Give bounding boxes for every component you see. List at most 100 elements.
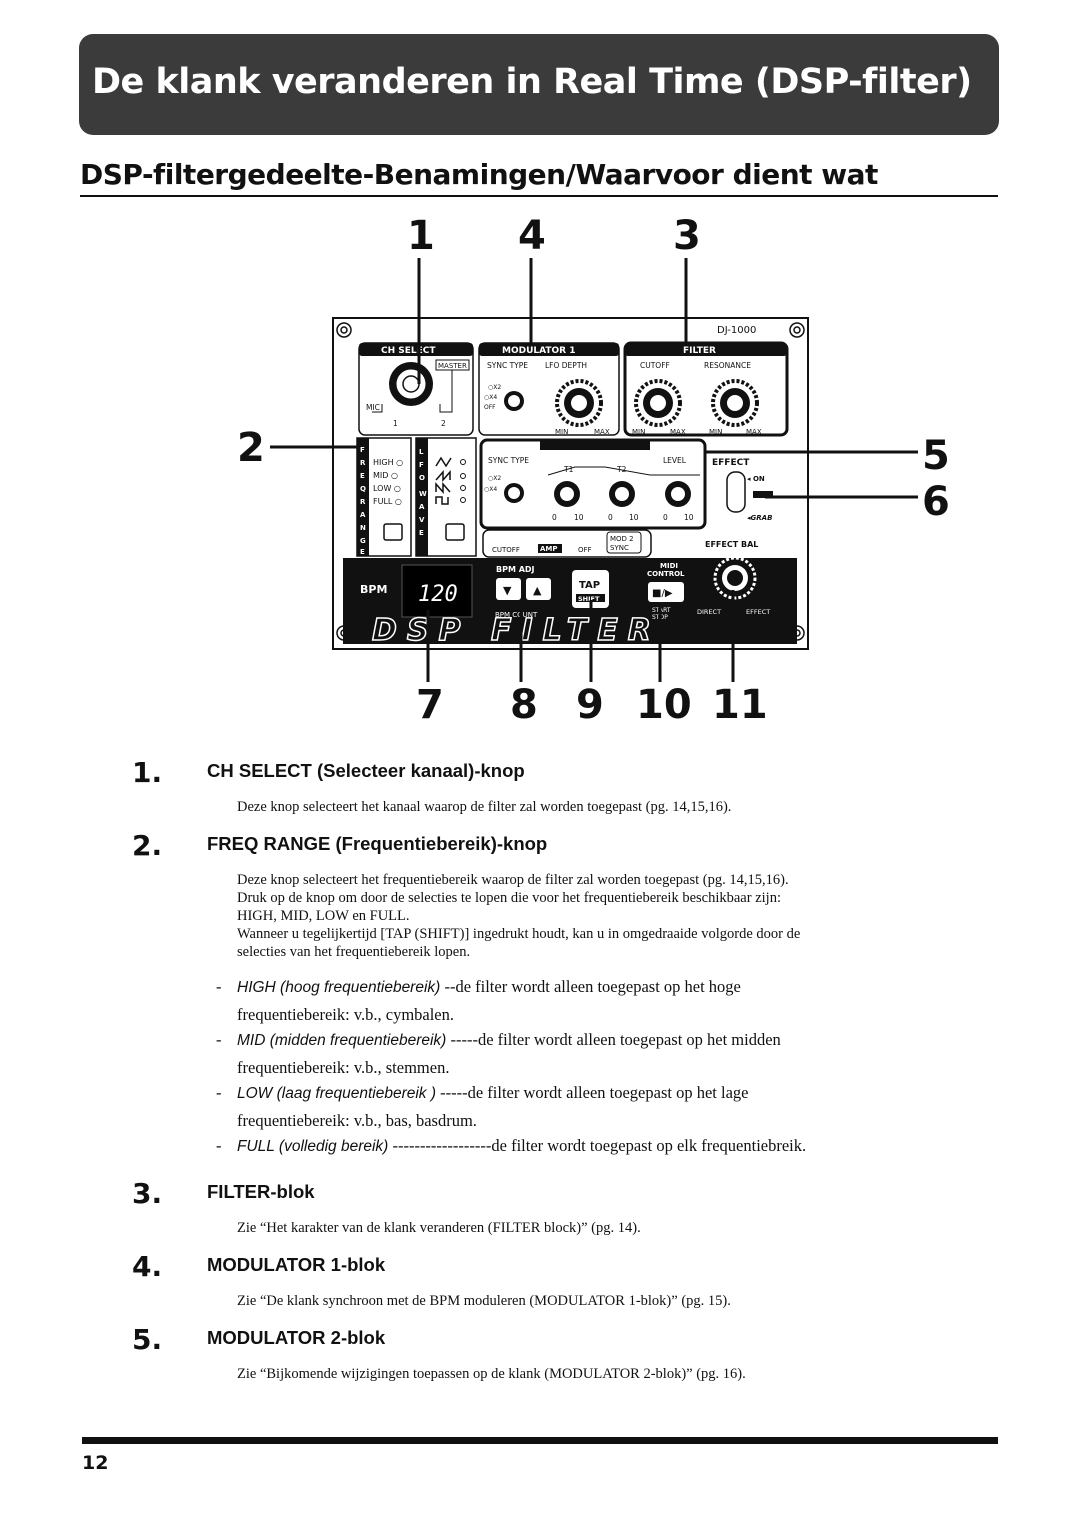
section-number: 3.: [132, 1177, 163, 1210]
svg-text:DIRECT: DIRECT: [697, 608, 721, 616]
svg-text:SHIFT: SHIFT: [578, 595, 600, 603]
ch-select-label: CH SELECT: [381, 346, 436, 356]
svg-text:MIC: MIC: [366, 403, 380, 412]
section-body: Zie “Het karakter van de klank verandere…: [237, 1219, 927, 1237]
svg-text:FILTER: FILTER: [683, 346, 716, 356]
section-body: Zie “Bijkomende wijzigingen toepassen op…: [237, 1365, 927, 1383]
svg-text:CUTOFF: CUTOFF: [492, 546, 520, 554]
svg-text:OFF: OFF: [484, 404, 496, 411]
callout-2: 2: [237, 425, 265, 471]
svg-text:MIN: MIN: [632, 428, 645, 436]
paragraph: Wanneer u tegelijkertijd [TAP (SHIFT)] i…: [237, 926, 801, 942]
svg-text:G: G: [360, 537, 366, 545]
svg-text:MODULATOR 1: MODULATOR 1: [502, 346, 576, 356]
callout-1: 1: [407, 213, 435, 259]
list-item-term: LOW (laag frequentiebereik ): [237, 1085, 437, 1102]
section-title: MODULATOR 1-blok: [207, 1254, 386, 1275]
dsp-filter-logo: DSP FILTER: [372, 613, 661, 648]
svg-text:○X2: ○X2: [488, 475, 501, 482]
svg-text:BPM COUNT: BPM COUNT: [495, 611, 538, 619]
list-item-text: -----de filter wordt alleen toegepast op…: [436, 1083, 749, 1102]
svg-text:◂GRAB: ◂GRAB: [747, 514, 772, 522]
svg-text:F: F: [419, 461, 424, 469]
svg-text:R: R: [360, 459, 366, 467]
svg-text:120: 120: [418, 582, 458, 607]
svg-text:SYNC TYPE: SYNC TYPE: [488, 456, 529, 465]
paragraph: selecties van het frequentiebereik lopen…: [237, 944, 471, 960]
svg-text:CUTOFF: CUTOFF: [640, 361, 670, 370]
callout-7: 7: [416, 682, 444, 728]
svg-text:LFO DEPTH: LFO DEPTH: [545, 361, 587, 370]
svg-text:▲: ▲: [533, 584, 542, 597]
list-item-text: ------------------de filter wordt toegep…: [388, 1136, 807, 1155]
callout-6: 6: [922, 479, 950, 525]
page-title: De klank veranderen in Real Time (DSP-fi…: [92, 62, 972, 102]
svg-text:R: R: [360, 498, 366, 506]
svg-text:EFFECT: EFFECT: [712, 458, 750, 468]
svg-text:◂ ON: ◂ ON: [747, 475, 765, 483]
list-item-term: FULL (volledig bereik): [237, 1138, 389, 1155]
callout-4: 4: [518, 213, 546, 259]
section-title: MODULATOR 2-blok: [207, 1327, 386, 1348]
svg-text:Q: Q: [360, 485, 366, 493]
section-number: 5.: [132, 1323, 163, 1356]
svg-text:HIGH ○: HIGH ○: [373, 458, 403, 467]
svg-text:MIN: MIN: [555, 428, 568, 436]
svg-text:■/▶: ■/▶: [652, 588, 673, 599]
svg-text:RESONANCE: RESONANCE: [704, 361, 751, 370]
section-body: Deze knop selecteert het kanaal waarop d…: [237, 798, 927, 816]
list-item-text-cont: frequentiebereik: v.b., bas, basdrum.: [237, 1110, 477, 1130]
paragraph: Deze knop selecteert het frequentieberei…: [237, 872, 789, 888]
svg-text:FULL ○: FULL ○: [373, 497, 402, 506]
svg-text:L: L: [419, 448, 424, 456]
svg-text:A: A: [419, 503, 425, 511]
section-title: FILTER-blok: [207, 1181, 315, 1202]
svg-text:○X4: ○X4: [484, 486, 497, 493]
svg-text:O: O: [419, 474, 425, 482]
page-number: 12: [82, 1452, 109, 1474]
svg-text:10: 10: [629, 513, 639, 522]
paragraph: HIGH, MID, LOW en FULL.: [237, 908, 410, 924]
svg-text:E: E: [360, 472, 365, 480]
svg-text:0: 0: [552, 513, 557, 522]
section-body: Zie “De klank synchroon met de BPM modul…: [237, 1292, 927, 1310]
svg-text:▼: ▼: [503, 584, 512, 597]
svg-text:CONTROL: CONTROL: [647, 570, 685, 578]
svg-text:MAX: MAX: [746, 428, 762, 436]
device-diagram: 1 4 3 2 5 6 7 8 9 10 11 DJ-1000 CH SELEC…: [0, 0, 1080, 760]
svg-text:○X4: ○X4: [484, 394, 497, 401]
paragraph: Druk op de knop om door de selecties te …: [237, 890, 781, 906]
svg-text:LEVEL: LEVEL: [663, 456, 687, 465]
svg-text:F: F: [360, 446, 365, 454]
callout-11: 11: [712, 682, 768, 728]
svg-text:E: E: [419, 529, 424, 537]
svg-text:TAP: TAP: [579, 580, 600, 591]
svg-text:EFFECT BAL: EFFECT BAL: [705, 540, 758, 549]
svg-text:1: 1: [393, 419, 398, 428]
svg-text:MASTER: MASTER: [438, 362, 467, 370]
svg-text:A: A: [360, 511, 366, 519]
callout-5: 5: [922, 433, 950, 479]
callout-9: 9: [576, 682, 604, 728]
section-number: 1.: [132, 756, 163, 789]
dsp-filter-panel: DJ-1000 CH SELECT MASTER MIC 1 2 MODULAT…: [270, 258, 918, 682]
section-title: CH SELECT (Selecteer kanaal)-knop: [207, 760, 525, 781]
list-item-term: MID (midden frequentiebereik): [237, 1032, 447, 1049]
title-banner: De klank veranderen in Real Time (DSP-fi…: [79, 34, 999, 135]
svg-text:EFFECT: EFFECT: [746, 608, 770, 616]
list-item: - MID (midden frequentiebereik) -----de …: [216, 1030, 781, 1077]
list-item: - FULL (volledig bereik) ---------------…: [216, 1136, 807, 1155]
svg-text:E: E: [360, 548, 365, 556]
list-item-text: -----de filter wordt alleen toegepast op…: [446, 1030, 781, 1049]
model-name: DJ-1000: [717, 325, 756, 336]
list-item-term: HIGH (hoog frequentiebereik): [237, 979, 441, 996]
paragraph: Deze knop selecteert het kanaal waarop d…: [237, 799, 732, 815]
svg-text:10: 10: [574, 513, 584, 522]
list-item: - HIGH (hoog frequentiebereik) --de filt…: [216, 977, 741, 1024]
svg-text:OFF: OFF: [578, 546, 592, 554]
svg-text:10: 10: [684, 513, 694, 522]
callout-10: 10: [636, 682, 692, 728]
paragraph: Zie “Bijkomende wijzigingen toepassen op…: [237, 1366, 746, 1382]
paragraph: Zie “Het karakter van de klank verandere…: [237, 1220, 641, 1236]
svg-text:SYNC TYPE: SYNC TYPE: [487, 361, 528, 370]
